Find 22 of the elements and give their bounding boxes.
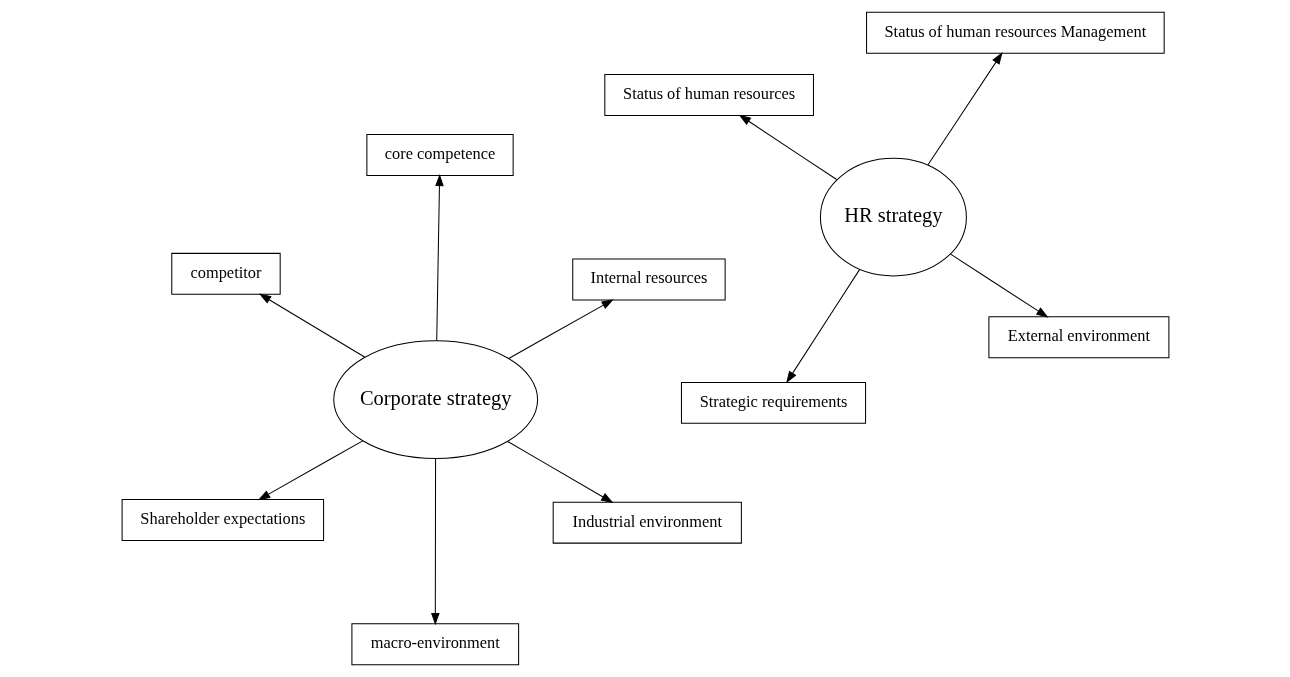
arrow: [507, 299, 614, 359]
node-box: core competence: [365, 133, 514, 176]
node-box: Strategic requirements: [680, 381, 866, 424]
arrow: [738, 114, 837, 180]
arrow: [927, 52, 1003, 166]
arrow: [258, 293, 365, 358]
node-ellipse: Corporate strategy: [332, 340, 538, 459]
node-box: Status of human resources: [603, 74, 814, 117]
arrow: [506, 440, 613, 503]
arrow: [430, 458, 440, 626]
arrow: [785, 268, 860, 384]
arrow: [434, 173, 444, 342]
arrow: [949, 253, 1049, 318]
node-box: macro-environment: [350, 623, 519, 666]
node-ellipse: HR strategy: [819, 157, 967, 277]
node-box: Status of human resources Management: [865, 11, 1165, 54]
arrow: [257, 440, 363, 501]
node-box: Internal resources: [571, 258, 726, 301]
node-box: Shareholder expectations: [121, 499, 324, 541]
node-box: competitor: [170, 252, 281, 295]
node-box: Industrial environment: [552, 501, 742, 544]
node-box: External environment: [987, 316, 1169, 359]
